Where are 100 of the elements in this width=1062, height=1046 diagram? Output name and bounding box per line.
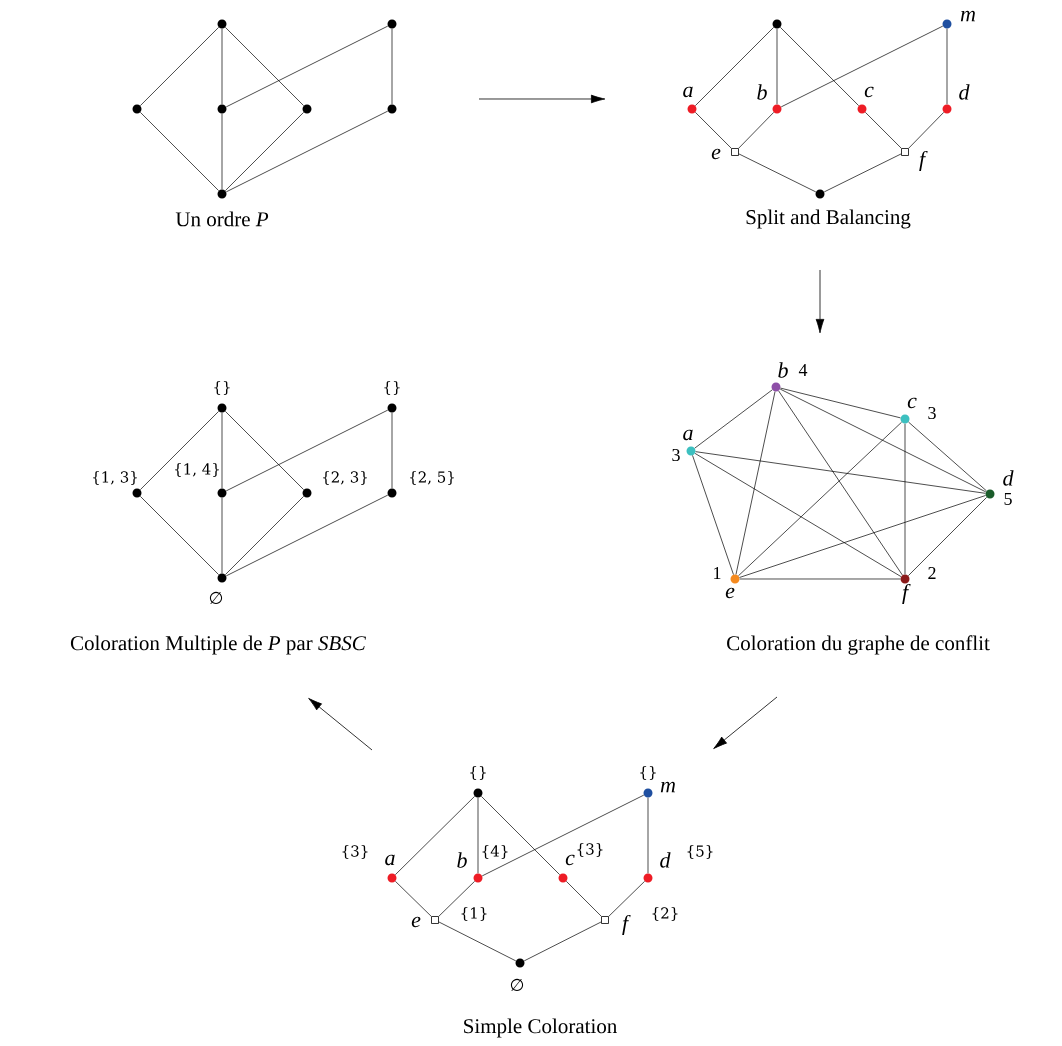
graph-edge — [946, 28, 948, 105]
graph-edge — [225, 25, 389, 108]
vertex-label: a — [683, 86, 693, 98]
graph-edge — [908, 421, 987, 492]
graph-edge — [780, 387, 901, 419]
graph-edge — [608, 880, 645, 917]
vertex-label: ∅ — [510, 978, 524, 992]
graph-edge — [908, 112, 945, 149]
vertex-label: {} — [384, 381, 400, 395]
graph-edge — [780, 25, 944, 108]
vertex-label: b — [778, 362, 788, 378]
graph-edge — [221, 412, 223, 489]
graph-edge — [140, 111, 220, 191]
graph-edge — [738, 421, 902, 577]
graph-edge — [739, 495, 986, 578]
vertex-label: a — [385, 854, 395, 866]
vertex-label: b — [757, 84, 767, 100]
graph-edge — [225, 410, 305, 491]
graph-edge — [395, 880, 432, 917]
vertex-label: {} — [640, 766, 656, 780]
graph-edge — [904, 423, 906, 575]
vertex-label: 3 — [672, 448, 680, 462]
graph-edge — [225, 409, 389, 492]
graph-edge — [735, 391, 776, 575]
vertex-label: e — [725, 587, 735, 599]
graph-edge — [776, 28, 778, 105]
vertex-label: d — [1003, 470, 1014, 486]
vertex-label: f — [902, 583, 911, 605]
graph-edge — [692, 455, 734, 575]
graph-edge — [694, 453, 902, 577]
vertex-label: {3} — [577, 843, 603, 857]
vertex-label: b — [457, 852, 467, 868]
graph-edge — [778, 390, 903, 576]
graph-edge — [225, 26, 305, 106]
vertex-label: ∅ — [209, 591, 223, 605]
vertex-label: {} — [470, 766, 486, 780]
graph-edge — [140, 495, 220, 575]
vertex-label: {2, 5} — [410, 471, 454, 485]
vertex-label: 1 — [714, 567, 721, 579]
graph-edge — [225, 494, 389, 577]
graph-edge — [438, 880, 475, 917]
vertex-label: 3 — [928, 406, 936, 420]
caption: Un ordre P — [175, 211, 269, 227]
graph-edge — [391, 412, 393, 489]
graph-edge — [225, 111, 305, 191]
graph-edge — [695, 111, 732, 149]
graph-edge — [140, 410, 220, 491]
graph-edge — [739, 578, 901, 580]
vertex-label: e — [711, 148, 721, 160]
vertex-label: m — [960, 10, 976, 22]
graph-edge — [908, 496, 988, 576]
caption: Simple Coloration — [464, 1018, 617, 1038]
vertex-label: {5} — [687, 845, 713, 859]
vertex-label: d — [959, 84, 970, 100]
graph-edge — [695, 451, 986, 494]
graph-edge — [694, 389, 773, 449]
vertex-label: f — [919, 150, 928, 172]
graph-edge — [225, 110, 389, 193]
vertex-label: {1, 3} — [93, 471, 137, 485]
graph-edge — [225, 495, 305, 575]
caption: Split and Balancing — [746, 209, 911, 229]
graph-edge — [738, 153, 817, 193]
vertex-label: 4 — [798, 364, 808, 376]
vertex-label: c — [565, 854, 575, 866]
graph-edge — [566, 880, 602, 917]
graph-edge — [477, 797, 479, 874]
vertex-label: c — [907, 397, 917, 409]
vertex-label: {1, 4} — [175, 463, 219, 477]
graph-edge — [647, 797, 649, 874]
graph-edge — [480, 795, 561, 876]
vertex-label: {2, 3} — [323, 471, 367, 485]
graph-edge — [221, 497, 223, 574]
graph-edge — [395, 795, 476, 876]
vertex-label: a — [683, 429, 693, 441]
graph-edge — [523, 921, 602, 962]
graph-edge — [779, 388, 987, 493]
graph-edge — [140, 26, 220, 106]
caption: Coloration du graphe de conflit — [727, 635, 990, 655]
vertex-label: f — [622, 914, 631, 936]
graph-edge — [695, 26, 775, 106]
graph-edge — [738, 112, 775, 149]
vertex-label: {2} — [652, 907, 678, 921]
vertex-label: 5 — [1004, 493, 1012, 505]
graph-edge — [823, 153, 902, 193]
caption: Coloration Multiple de P par SBSC — [70, 635, 366, 655]
graph-edge — [221, 113, 223, 190]
graph-edge — [438, 921, 517, 962]
vertex-label: d — [660, 852, 671, 868]
vertex-label: {4} — [482, 845, 508, 859]
graph-edge — [865, 111, 902, 149]
vertex-label: m — [660, 781, 676, 793]
graph-edge — [391, 28, 393, 105]
graph-edge — [780, 26, 860, 106]
vertex-label: {} — [214, 381, 230, 395]
vertex-label: {3} — [342, 845, 368, 859]
vertex-label: e — [411, 916, 421, 928]
vertex-label: 2 — [928, 567, 936, 579]
graph-edge — [481, 794, 645, 877]
vertex-label: c — [864, 86, 874, 98]
vertex-label: {1} — [461, 907, 487, 921]
